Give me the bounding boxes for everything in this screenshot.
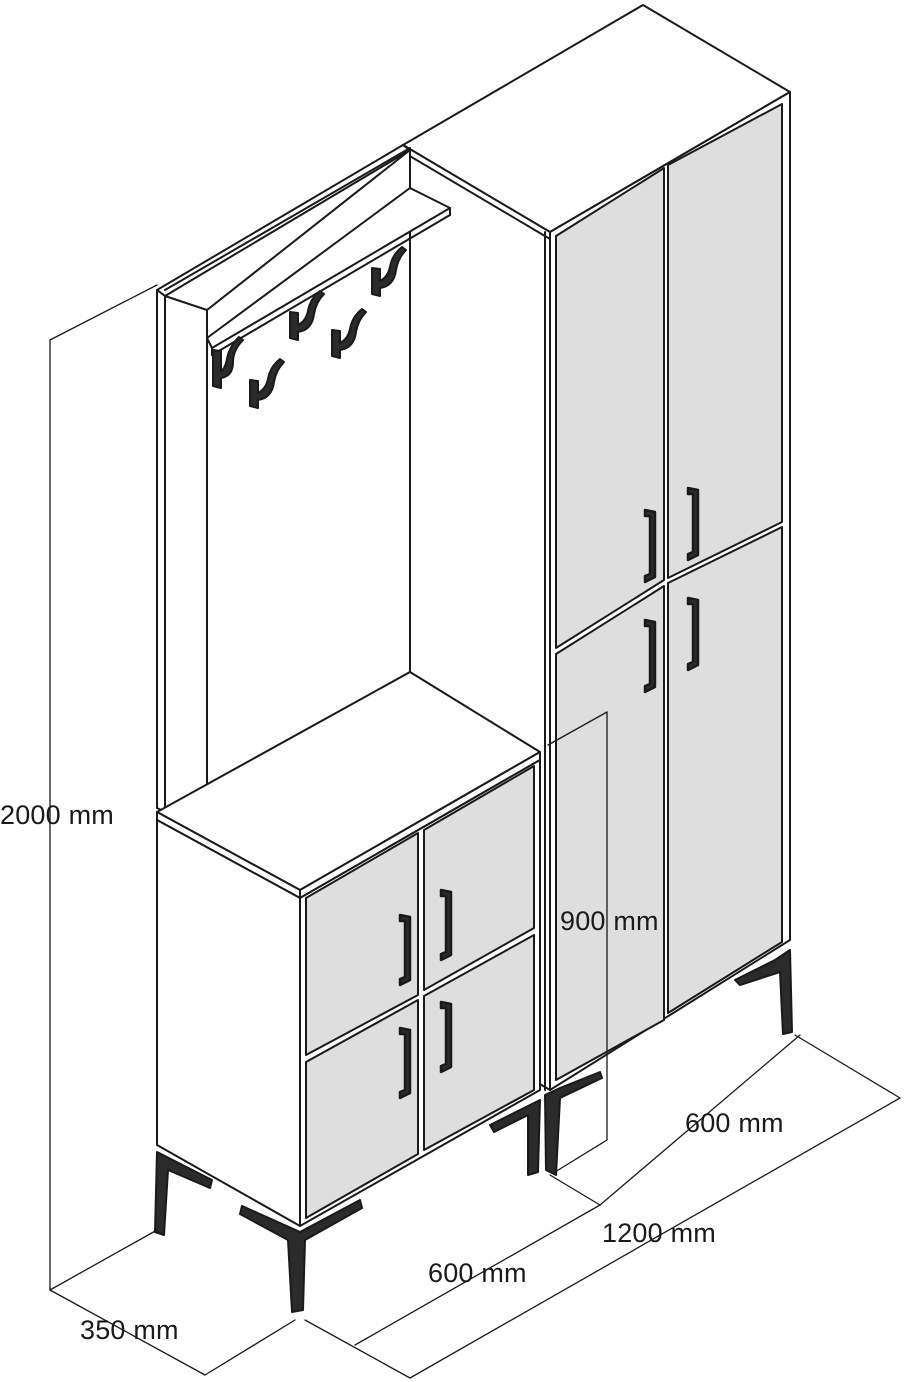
width-1200-line [409, 1097, 901, 1379]
hook-1 [212, 336, 244, 389]
tall-leg-front-left [544, 1071, 603, 1176]
tall-door-lower-left [555, 585, 665, 1081]
dimension-lines [49, 284, 901, 1379]
bench-leg-back [154, 1151, 213, 1236]
handle-bench-ul [398, 913, 412, 987]
tall-cabinet [402, 4, 793, 1176]
tall-door-upper-right [667, 103, 783, 579]
hat-shelf-bottom [211, 214, 451, 356]
handle-bench-ur [439, 888, 453, 962]
cab-600-ext-left [549, 1174, 601, 1206]
depth-350-ext [204, 1319, 296, 1376]
hall-back-side [156, 289, 166, 813]
bench-door-lower-right [423, 934, 535, 1151]
depth-350-line [49, 1289, 206, 1376]
bench-door-upper-left [305, 832, 419, 1056]
height-900-ext-bottom [554, 1139, 608, 1173]
handle-bench-ll [398, 1026, 412, 1100]
cabinet-width-label: 600 mm [685, 1108, 784, 1138]
cab-600-ext-right [794, 1034, 901, 1099]
height-900-ext-top [547, 711, 608, 746]
handle-tall-ul [643, 508, 657, 584]
tall-door-lower-right [667, 526, 783, 1014]
tall-cabinet-top-edge [402, 151, 551, 240]
hook-4 [331, 308, 367, 359]
tall-cabinet-legs [544, 949, 793, 1176]
depth-label: 350 mm [80, 1315, 179, 1345]
tall-leg-front-right [734, 949, 793, 1035]
width-600-line [354, 1204, 601, 1346]
bench-door-handles [398, 888, 453, 1100]
bench-height-label: 900 mm [560, 906, 659, 936]
hook-2 [249, 358, 285, 409]
hall-width-label: 600 mm [428, 1258, 527, 1288]
bench-leg-front [239, 1199, 363, 1313]
hall-back-front-post [164, 295, 208, 836]
bench-door-lower-left [305, 999, 419, 1219]
tall-door-upper-left [555, 167, 665, 649]
handle-bench-lr [439, 1000, 453, 1074]
handle-tall-ll [643, 618, 657, 694]
height-2000-ext-bottom [49, 1229, 158, 1291]
bench-legs [154, 1099, 541, 1313]
hall-unit [154, 144, 541, 1313]
height-2000-ext-top [49, 284, 158, 341]
hall-back-top-edge [164, 147, 411, 291]
handle-tall-lr [686, 596, 700, 672]
coat-hooks [212, 246, 407, 409]
height-total-label: 2000 mm [0, 800, 114, 830]
width-600-ext-left [304, 1319, 411, 1379]
hook-3 [289, 290, 325, 341]
bench-leg-right [489, 1099, 541, 1176]
total-width-label: 1200 mm [602, 1218, 716, 1248]
handle-tall-ur [686, 486, 700, 562]
tall-door-handles [643, 486, 700, 694]
cab-600-line [599, 1034, 801, 1206]
hook-5 [371, 246, 407, 297]
